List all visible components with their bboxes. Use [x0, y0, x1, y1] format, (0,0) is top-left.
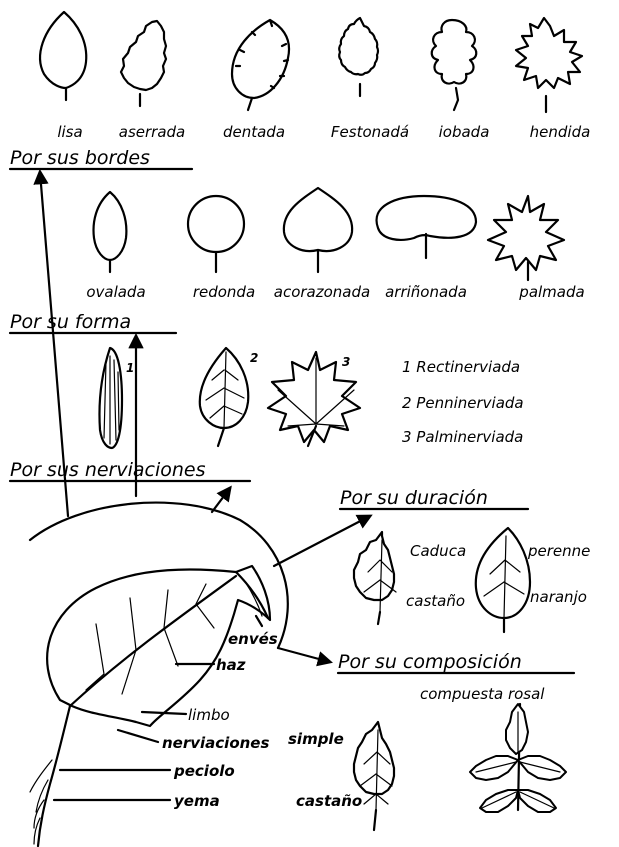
pointer-nerviaciones [118, 730, 158, 742]
header-nerviaciones: Por sus nerviaciones [10, 459, 206, 481]
border-leaf-aserrada [121, 21, 166, 106]
border-leaf-hendida [516, 18, 582, 112]
shape-leaf-redonda [188, 196, 244, 272]
label-palmada: palmada [518, 283, 584, 301]
classification-arc [30, 503, 288, 648]
label-arrinonada: arriñonada [385, 283, 467, 301]
shape-leaf-acorazonada [284, 188, 352, 272]
vein-legend: 1 Rectinerviada 2 Penninerviada 3 Palmin… [402, 358, 524, 446]
number-3: 3 [342, 355, 350, 369]
border-leaf-dentada [232, 20, 289, 110]
composition-leaf-compuesta [470, 704, 566, 812]
anatomy-labels: envés haz limbo nerviaciones peciolo yem… [162, 630, 278, 810]
number-2: 2 [250, 351, 258, 365]
composition-leaf-simple [354, 722, 394, 830]
pointer-limbo [142, 712, 186, 714]
label-festonada: Festonadá [331, 123, 409, 141]
label-compuesta-rosal: compuesta rosal [420, 685, 545, 703]
border-leaf-festonada [339, 18, 378, 96]
label-limbo: limbo [188, 706, 230, 724]
arrow-to-composicion [278, 648, 330, 662]
legend-palminerviada: 3 Palminerviada [402, 428, 523, 446]
shape-leaf-arrinonada [377, 196, 476, 258]
label-lisa: lisa [57, 123, 82, 141]
label-lobada: iobada [439, 123, 490, 141]
border-leaf-lobada [432, 20, 477, 110]
label-nerviaciones: nerviaciones [162, 734, 269, 752]
label-caduca: Caduca [410, 542, 466, 560]
label-naranjo: naranjo [530, 588, 587, 606]
label-haz: haz [216, 656, 246, 674]
label-redonda: redonda [193, 283, 255, 301]
legend-rectinerviada: 1 Rectinerviada [402, 358, 520, 376]
vein-leaf-rectinerviada [99, 348, 122, 448]
border-labels: lisa aserrada dentada Festonadá iobada h… [57, 123, 590, 141]
shape-labels: ovalada redonda acorazonada arriñonada p… [86, 283, 584, 301]
main-leaf [30, 566, 270, 846]
border-leaf-lisa [40, 12, 86, 100]
label-acorazonada: acorazonada [274, 283, 370, 301]
label-ovalada: ovalada [86, 283, 145, 301]
arrow-to-duracion [274, 516, 370, 566]
label-perenne: perenne [527, 542, 590, 560]
label-peciolo: peciolo [173, 762, 235, 780]
label-dentada: dentada [223, 123, 285, 141]
pointer-enves [256, 616, 262, 626]
label-castano-caduca: castaño [406, 592, 465, 610]
shape-leaf-palmada [488, 196, 564, 280]
shape-leaf-ovalada [94, 192, 127, 272]
arrow-to-nerviaciones [212, 488, 230, 512]
header-composicion: Por su composición [338, 651, 522, 673]
number-1: 1 [126, 361, 134, 375]
duration-leaf-perenne [476, 528, 530, 632]
vein-leaf-penninerviada [200, 348, 248, 446]
label-castano-simple: castaño [296, 792, 362, 810]
header-duracion: Por su duración [340, 487, 488, 509]
legend-penninerviada: 2 Penninerviada [402, 394, 524, 412]
label-enves: envés [228, 630, 278, 648]
label-hendida: hendida [530, 123, 591, 141]
label-simple: simple [288, 730, 344, 748]
duration-leaf-caduca [354, 532, 396, 624]
label-yema: yema [174, 792, 220, 810]
header-forma: Por su forma [10, 311, 131, 333]
header-bordes: Por sus bordes [10, 147, 150, 169]
label-aserrada: aserrada [119, 123, 185, 141]
